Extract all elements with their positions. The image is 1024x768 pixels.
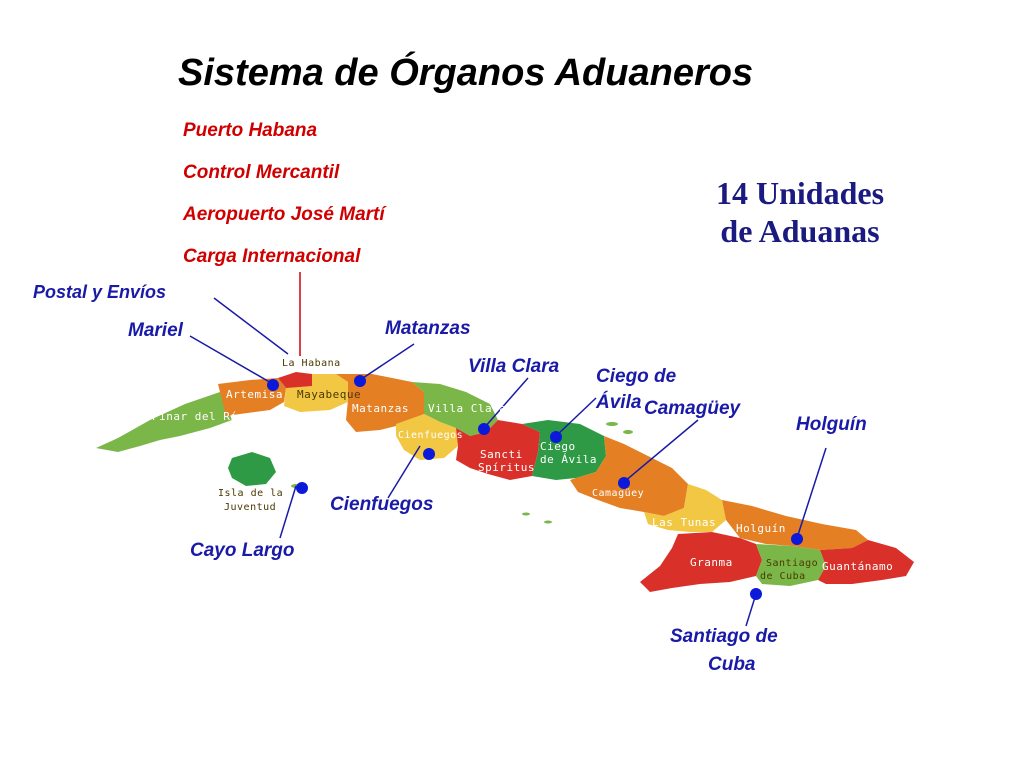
units-summary: 14 Unidades de Aduanas <box>700 174 900 250</box>
province-label: Las Tunas <box>652 516 717 529</box>
marker-santiago <box>750 588 762 600</box>
province-label: Ciego <box>540 440 576 453</box>
label-santiago-line1: Santiago de <box>670 626 778 647</box>
label-cienfuegos: Cienfuegos <box>330 494 434 515</box>
province-la-habana <box>278 372 312 390</box>
marker-mariel <box>267 379 279 391</box>
province-label: Camagüey <box>592 488 645 499</box>
label-villa-clara: Villa Clara <box>468 356 560 377</box>
label-camaguey: Camagüey <box>644 398 741 419</box>
province-label: de Ávila <box>540 453 597 466</box>
label-ciego-line2: Ávila <box>596 392 642 413</box>
province-label: Artemisa <box>226 388 283 401</box>
province-label: Matanzas <box>352 402 409 415</box>
havana-customs-item: Puerto Habana <box>183 120 318 141</box>
havana-customs-item: Carga Internacional <box>183 246 361 267</box>
marker-camaguey <box>618 477 630 489</box>
province-isla-de-la-juventud <box>228 452 276 486</box>
province-label: Pinar del Río <box>152 410 245 423</box>
marker-villa-clara <box>478 423 490 435</box>
province-label: Holguín <box>736 522 786 535</box>
province-cienfuegos <box>396 414 458 460</box>
province-pinar-del-rio <box>96 392 232 452</box>
province-holguin <box>722 500 868 550</box>
marker-cienfuegos <box>423 448 435 460</box>
province-santiago-de-cuba <box>756 544 826 586</box>
province-mayabeque <box>284 374 348 412</box>
province-granma <box>640 532 762 592</box>
province-label: Juventud <box>224 502 277 513</box>
province-label: Granma <box>690 556 733 569</box>
label-ciego-line1: Ciego de <box>596 366 677 387</box>
province-sancti-spiritus <box>456 420 540 480</box>
marker-ciego-de-avila <box>550 431 562 443</box>
province-label: Isla de la <box>218 488 284 499</box>
province-label: Sancti <box>480 448 523 461</box>
province-label: Guantánamo <box>822 560 894 573</box>
label-cayo-largo: Cayo Largo <box>190 540 295 561</box>
province-label: de Cuba <box>760 571 806 582</box>
province-label: Santiago <box>766 558 819 569</box>
havana-customs-item: Aeropuerto José Martí <box>183 204 385 225</box>
province-guantanamo <box>818 540 914 584</box>
label-santiago-line2: Cuba <box>708 654 756 675</box>
marker-holguin <box>791 533 803 545</box>
units-count: 14 Unidades <box>715 175 885 211</box>
province-label: Cienfuegos <box>398 430 464 441</box>
province-villa-clara <box>412 382 498 436</box>
province-label: Spíritus <box>478 461 535 474</box>
province-label: La Habana <box>282 358 341 369</box>
province-matanzas <box>336 374 424 432</box>
label-mariel: Mariel <box>128 320 183 341</box>
havana-customs-item: Control Mercantil <box>183 162 340 183</box>
label-postal: Postal y Envíos <box>33 282 167 302</box>
province-label: Villa Clara <box>428 402 507 415</box>
units-label: de Aduanas <box>720 213 880 249</box>
marker-matanzas <box>354 375 366 387</box>
label-matanzas: Matanzas <box>385 318 471 339</box>
label-holguin: Holguín <box>796 414 867 435</box>
page-title: Sistema de Órganos Aduaneros <box>178 52 754 94</box>
province-label: Mayabeque <box>297 388 362 401</box>
marker-cayo-largo <box>296 482 308 494</box>
province-camaguey <box>570 436 688 516</box>
province-ciego-de-avila <box>522 420 606 480</box>
province-las-tunas <box>644 484 726 532</box>
